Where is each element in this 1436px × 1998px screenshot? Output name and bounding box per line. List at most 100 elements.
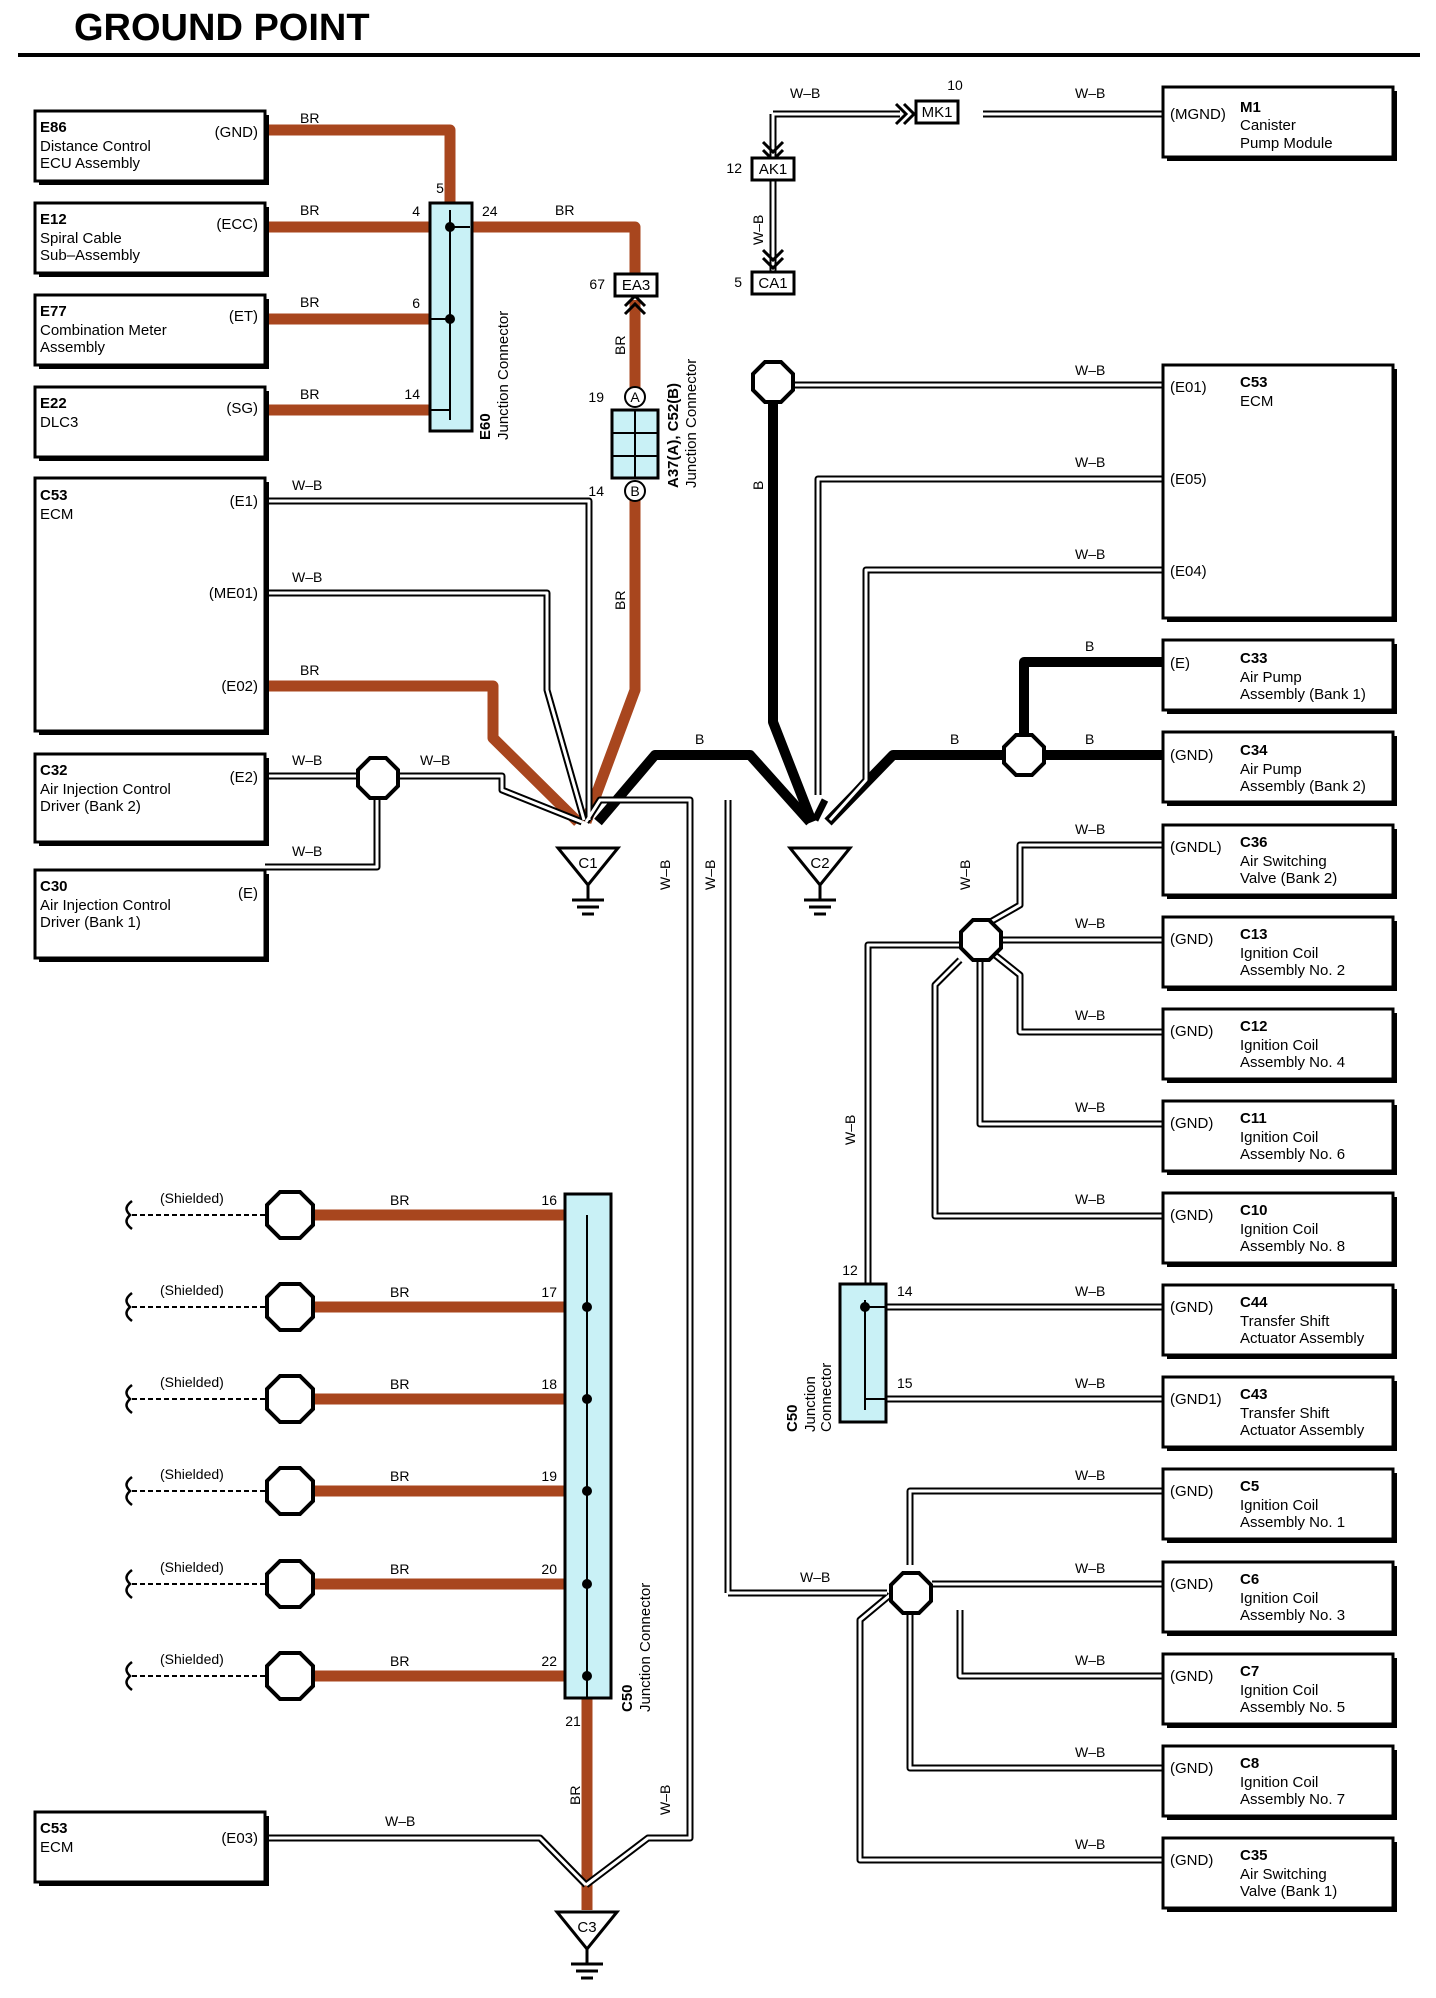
- br-wires: [265, 124, 641, 1910]
- wb-wires: [265, 110, 1163, 1888]
- component-c43: (GND1) C43 Transfer Shift Actuator Assem…: [1161, 1375, 1397, 1451]
- svg-text:Canister: Canister: [1240, 117, 1296, 134]
- svg-text:Valve (Bank 2): Valve (Bank 2): [1240, 870, 1337, 887]
- svg-text:(GND): (GND): [215, 124, 258, 141]
- svg-text:BR: BR: [567, 1786, 583, 1805]
- svg-text:Assembly No. 6: Assembly No. 6: [1240, 1146, 1345, 1163]
- svg-text:C13: C13: [1240, 926, 1268, 943]
- shielded-lines: (Shielded) (Shielded) (Shielded) (Shield…: [125, 1190, 315, 1701]
- svg-text:Assembly No. 7: Assembly No. 7: [1240, 1791, 1345, 1808]
- svg-text:W–B: W–B: [1075, 85, 1105, 101]
- svg-text:Junction: Junction: [802, 1376, 819, 1432]
- svg-text:Junction Connector: Junction Connector: [495, 311, 512, 440]
- svg-text:(Shielded): (Shielded): [160, 1559, 224, 1575]
- svg-text:22: 22: [541, 1653, 557, 1669]
- svg-text:C3: C3: [577, 1919, 596, 1936]
- svg-text:6: 6: [412, 295, 420, 311]
- svg-text:C5: C5: [1240, 1478, 1259, 1495]
- page-title: GROUND POINT: [74, 7, 370, 49]
- svg-text:15: 15: [897, 1375, 913, 1391]
- svg-text:BR: BR: [300, 110, 319, 126]
- svg-text:C34: C34: [1240, 742, 1268, 759]
- component-e77: E77 Combination Meter Assembly (ET): [33, 293, 269, 369]
- svg-text:BR: BR: [300, 662, 319, 678]
- svg-text:W–B: W–B: [702, 860, 718, 890]
- svg-text:AK1: AK1: [759, 161, 787, 178]
- svg-text:EA3: EA3: [622, 277, 650, 294]
- component-c34: (GND) C34 Air Pump Assembly (Bank 2): [1161, 730, 1397, 806]
- svg-text:19: 19: [588, 389, 604, 405]
- svg-text:W–B: W–B: [385, 1813, 415, 1829]
- svg-text:C12: C12: [1240, 1018, 1268, 1035]
- svg-text:Ignition Coil: Ignition Coil: [1240, 1590, 1318, 1607]
- component-c7: (GND) C7 Ignition Coil Assembly No. 5: [1161, 1652, 1397, 1728]
- svg-text:21: 21: [565, 1713, 581, 1729]
- svg-text:C53: C53: [40, 1820, 68, 1837]
- svg-text:Combination Meter: Combination Meter: [40, 322, 167, 339]
- ground-c2: C2: [786, 846, 854, 916]
- svg-text:BR: BR: [612, 591, 628, 610]
- svg-text:(GND): (GND): [1170, 1115, 1213, 1132]
- svg-text:(ET): (ET): [229, 308, 258, 325]
- svg-text:W–B: W–B: [657, 860, 673, 890]
- svg-text:5: 5: [436, 180, 444, 196]
- svg-text:Pump Module: Pump Module: [1240, 135, 1333, 152]
- component-c11: (GND) C11 Ignition Coil Assembly No. 6: [1161, 1099, 1397, 1175]
- svg-text:Air Injection Control: Air Injection Control: [40, 781, 171, 798]
- svg-text:C53: C53: [40, 487, 68, 504]
- svg-text:(Shielded): (Shielded): [160, 1282, 224, 1298]
- svg-text:(E01): (E01): [1170, 379, 1207, 396]
- svg-text:16: 16: [541, 1192, 557, 1208]
- svg-text:Ignition Coil: Ignition Coil: [1240, 1037, 1318, 1054]
- svg-text:W–B: W–B: [750, 215, 766, 245]
- svg-text:BR: BR: [300, 386, 319, 402]
- svg-text:C44: C44: [1240, 1294, 1268, 1311]
- svg-text:B: B: [695, 731, 704, 747]
- svg-text:M1: M1: [1240, 99, 1261, 116]
- svg-text:MK1: MK1: [922, 104, 953, 121]
- svg-text:(E): (E): [1170, 655, 1190, 672]
- svg-text:E86: E86: [40, 119, 67, 136]
- svg-text:Air Switching: Air Switching: [1240, 853, 1327, 870]
- svg-text:B: B: [630, 483, 639, 499]
- svg-text:ECM: ECM: [40, 1839, 73, 1856]
- svg-text:C7: C7: [1240, 1663, 1259, 1680]
- svg-text:B: B: [1085, 731, 1094, 747]
- component-c32: C32 Air Injection Control Driver (Bank 2…: [33, 752, 269, 846]
- component-m1: (MGND) M1 Canister Pump Module: [1161, 85, 1397, 161]
- svg-text:14: 14: [404, 386, 420, 402]
- ground-c3: C3: [553, 1910, 621, 1980]
- svg-text:W–B: W–B: [1075, 821, 1105, 837]
- svg-text:ECU Assembly: ECU Assembly: [40, 155, 141, 172]
- svg-text:Ignition Coil: Ignition Coil: [1240, 1774, 1318, 1791]
- svg-text:Spiral Cable: Spiral Cable: [40, 230, 122, 247]
- svg-text:Actuator Assembly: Actuator Assembly: [1240, 1330, 1365, 1347]
- svg-text:W–B: W–B: [1075, 1283, 1105, 1299]
- svg-text:5: 5: [734, 274, 742, 290]
- connector-arrows: [623, 102, 917, 316]
- svg-text:ECM: ECM: [40, 506, 73, 523]
- svg-text:Air Injection Control: Air Injection Control: [40, 897, 171, 914]
- svg-text:14: 14: [897, 1283, 913, 1299]
- svg-text:Connector: Connector: [818, 1363, 835, 1432]
- svg-text:C6: C6: [1240, 1571, 1259, 1588]
- svg-text:A: A: [630, 389, 640, 405]
- svg-text:E12: E12: [40, 211, 67, 228]
- svg-text:17: 17: [541, 1284, 557, 1300]
- svg-text:C36: C36: [1240, 834, 1268, 851]
- svg-text:W–B: W–B: [420, 752, 450, 768]
- svg-text:Sub–Assembly: Sub–Assembly: [40, 247, 141, 264]
- svg-text:C43: C43: [1240, 1386, 1268, 1403]
- svg-text:24: 24: [482, 203, 498, 219]
- svg-text:Assembly (Bank 1): Assembly (Bank 1): [1240, 686, 1366, 703]
- component-c53-ecm-left: C53 ECM (E1) (ME01) (E02): [33, 476, 269, 735]
- svg-text:ECM: ECM: [1240, 393, 1273, 410]
- svg-text:Valve (Bank 1): Valve (Bank 1): [1240, 1883, 1337, 1900]
- svg-text:(GND): (GND): [1170, 1023, 1213, 1040]
- svg-text:C10: C10: [1240, 1202, 1268, 1219]
- svg-text:W–B: W–B: [1075, 1099, 1105, 1115]
- svg-text:BR: BR: [390, 1561, 409, 1577]
- junction-a37-c52: A B 19 14 A37(A), C52(B) Junction Connec…: [588, 359, 700, 502]
- svg-text:W–B: W–B: [1075, 1560, 1105, 1576]
- svg-text:12: 12: [842, 1262, 858, 1278]
